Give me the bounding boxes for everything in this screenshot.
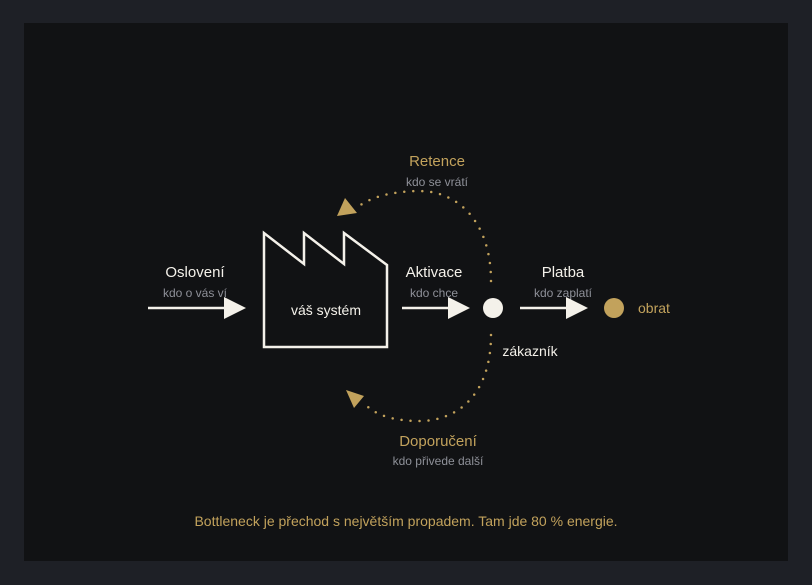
footer-note: Bottleneck je přechod s největším propad… xyxy=(194,513,617,529)
diagram-panel: Oslovení kdo o vás ví váš systém Aktivac… xyxy=(24,23,788,561)
referral-loop-arrow xyxy=(346,333,493,423)
stage-referral-subtitle: kdo přivede další xyxy=(393,454,484,468)
stage-payment-subtitle: kdo zaplatí xyxy=(534,286,593,300)
stage-retention-subtitle: kdo se vrátí xyxy=(406,175,469,189)
stage-reach-title: Oslovení xyxy=(165,264,225,281)
customer-label: zákazník xyxy=(502,343,558,359)
stage-retention-title: Retence xyxy=(409,153,465,170)
stage-reach-subtitle: kdo o vás ví xyxy=(163,286,228,300)
funnel-diagram: Oslovení kdo o vás ví váš systém Aktivac… xyxy=(148,153,670,529)
revenue-label: obrat xyxy=(638,300,670,316)
system-label: váš systém xyxy=(291,302,361,318)
arrow-reach xyxy=(148,297,246,319)
customer-dot xyxy=(483,298,503,318)
revenue-dot xyxy=(604,298,624,318)
stage-payment-title: Platba xyxy=(542,264,585,281)
arrow-payment xyxy=(520,297,588,319)
stage-activate-subtitle: kdo chce xyxy=(410,286,458,300)
stage-activate-title: Aktivace xyxy=(406,264,463,281)
arrow-activate xyxy=(402,297,470,319)
factory-icon xyxy=(262,230,389,349)
retention-loop-arrow xyxy=(337,189,493,283)
stage-referral-title: Doporučení xyxy=(399,433,477,450)
